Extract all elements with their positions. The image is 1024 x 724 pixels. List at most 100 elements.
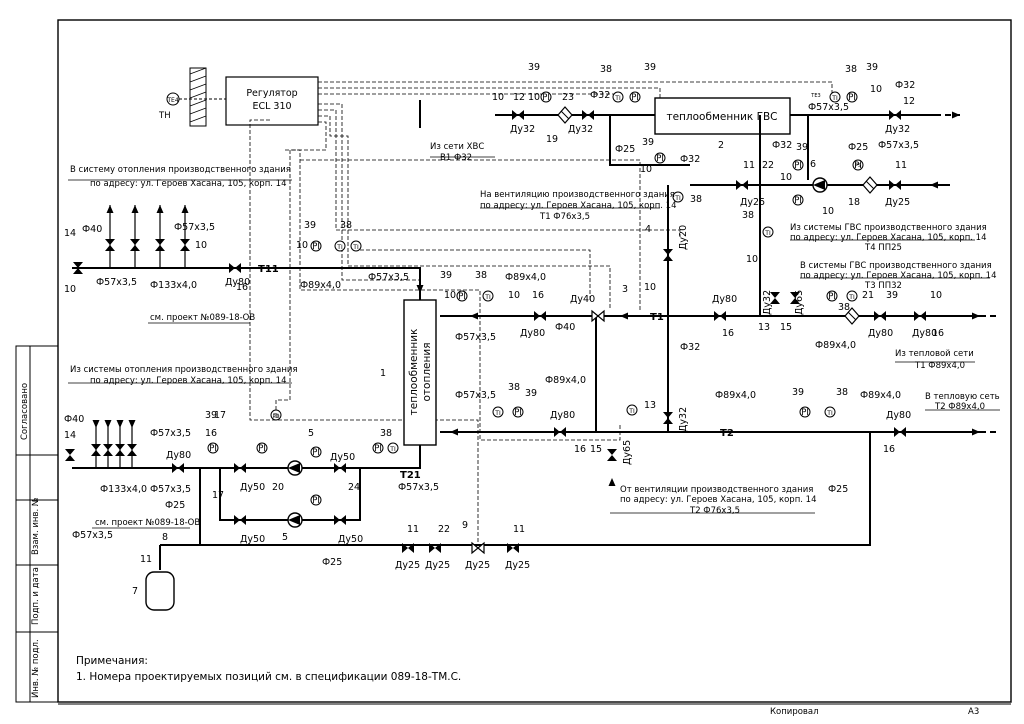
dn: Ду32 [885, 124, 910, 135]
dn: Ду25 [425, 560, 450, 571]
pos: 15 [590, 444, 602, 455]
instrument-te3: TE3 [810, 93, 820, 99]
pos: 39 [205, 410, 217, 421]
dim: Ф133х4,0 [100, 484, 147, 495]
pos: 38 [380, 428, 392, 439]
dim: Ф25 [615, 144, 635, 155]
pos: 11 [140, 554, 152, 565]
dn: Ду80 [912, 328, 937, 339]
side-label-agreed: Согласовано [20, 383, 30, 440]
dim: Ф57х3,5 [72, 530, 113, 541]
dim: Ф57х3,5 [398, 482, 439, 493]
to-net-2: Т2 Ф89х4,0 [934, 402, 985, 412]
from-vent-2: по адресу: ул. Героев Хасана, 105, корп.… [620, 495, 816, 505]
dim: Ф32 [680, 154, 700, 165]
dn: Ду50 [330, 452, 355, 463]
from-heating-2: по адресу: ул. Героев Хасана, 105, корп.… [90, 376, 286, 386]
dim: Ф32 [772, 140, 792, 151]
dn: Ду80 [166, 450, 191, 461]
pos: 5 [282, 532, 288, 543]
pos: 10 [296, 240, 308, 251]
pos: 10 [870, 84, 882, 95]
dn: Ду80 [520, 328, 545, 339]
pos: 19 [546, 134, 558, 145]
dn: Ду32 [510, 124, 535, 135]
dim: Ф57х3,5 [150, 428, 191, 439]
pos: 23 [562, 92, 574, 103]
pos: 38 [508, 382, 520, 393]
pos: 39 [642, 137, 654, 148]
from-vent-1: От вентиляции производственного здания [620, 485, 813, 495]
pos: 16 [236, 282, 248, 293]
pos: 10 [195, 240, 207, 251]
dn: Ду50 [240, 534, 265, 545]
pos: 39 [525, 388, 537, 399]
pos: 2 [718, 140, 724, 151]
pos: 39 [304, 220, 316, 231]
pos: 39 [796, 142, 808, 153]
dim: Ф57х3,5 [150, 484, 191, 495]
pos: 12 [903, 96, 915, 107]
hx-gvs-block [654, 97, 791, 135]
pos: 38 [742, 210, 754, 221]
side-label-inv-replace: Взам. инв. № [31, 497, 41, 555]
hx-heating-label-1: теплообменник [408, 329, 420, 416]
pos: 16 [532, 290, 544, 301]
line-t1: Т1 [650, 312, 664, 323]
pos: 4 [645, 224, 651, 235]
from-net-1: Из тепловой сети [895, 349, 974, 359]
pos: 16 [205, 428, 217, 439]
dn: Ду80 [712, 294, 737, 305]
to-gvs-3: Т3 ПП32 [864, 281, 902, 291]
dim: Ф25 [848, 142, 868, 153]
dim: Ф25 [828, 484, 848, 495]
dn: Ду80 [225, 277, 250, 288]
pos: 7 [132, 586, 138, 597]
pos: 38 [836, 387, 848, 398]
dn: Ду25 [885, 197, 910, 208]
notes-line1: 1. Номера проектируемых позиций см. в сп… [76, 671, 461, 683]
pos: 10 [64, 284, 76, 295]
dim: Ф57х3,5 [368, 272, 409, 283]
pos: 11 [743, 160, 755, 171]
to-vent-2: по адресу: ул. Героев Хасана, 105, корп.… [480, 201, 676, 211]
pos: 39 [866, 62, 878, 73]
from-net-2: Т1 Ф89х4,0 [914, 361, 965, 371]
dn: Ду80 [886, 410, 911, 421]
dn: Ду65 [794, 290, 805, 315]
wall-hatch [189, 67, 207, 127]
pos: 39 [440, 270, 452, 281]
pos: 16 [574, 444, 586, 455]
pos: 39 [792, 387, 804, 398]
dn: Ду50 [240, 482, 265, 493]
to-vent-3: Т1 Ф76х3,5 [539, 212, 590, 222]
pos: 10 [444, 290, 456, 301]
pos: 17 [212, 490, 224, 501]
regulator-label-2: ECL 310 [252, 101, 291, 112]
pos: 10 [508, 290, 520, 301]
dim: Ф25 [322, 557, 342, 568]
to-gvs-1: В системы ГВС производственного здания [800, 261, 992, 271]
pos: 6 [810, 159, 816, 170]
pos: 10 [640, 164, 652, 175]
dim: Ф89х4,0 [545, 375, 586, 386]
dim: Ф57х3,5 [455, 332, 496, 343]
dim: Ф32 [895, 80, 915, 91]
pos: 20 [272, 482, 284, 493]
dim: Ф57х3,5 [808, 102, 849, 113]
dim: Ф89х4,0 [505, 272, 546, 283]
pipes [72, 100, 980, 570]
dn: Ду32 [568, 124, 593, 135]
from-heating-1: Из системы отопления производственного з… [70, 365, 298, 375]
from-water-2: В1 Ф32 [440, 153, 472, 163]
pos: 24 [348, 482, 360, 493]
pos: 38 [475, 270, 487, 281]
dn: Ду65 [622, 440, 633, 465]
dim: Ф133х4,0 [150, 280, 197, 291]
pos: 21 [862, 290, 874, 301]
pos: 22 [438, 524, 450, 535]
dn: Ду40 [570, 294, 595, 305]
pos: 16 [722, 328, 734, 339]
dn: Ду32 [762, 290, 773, 315]
